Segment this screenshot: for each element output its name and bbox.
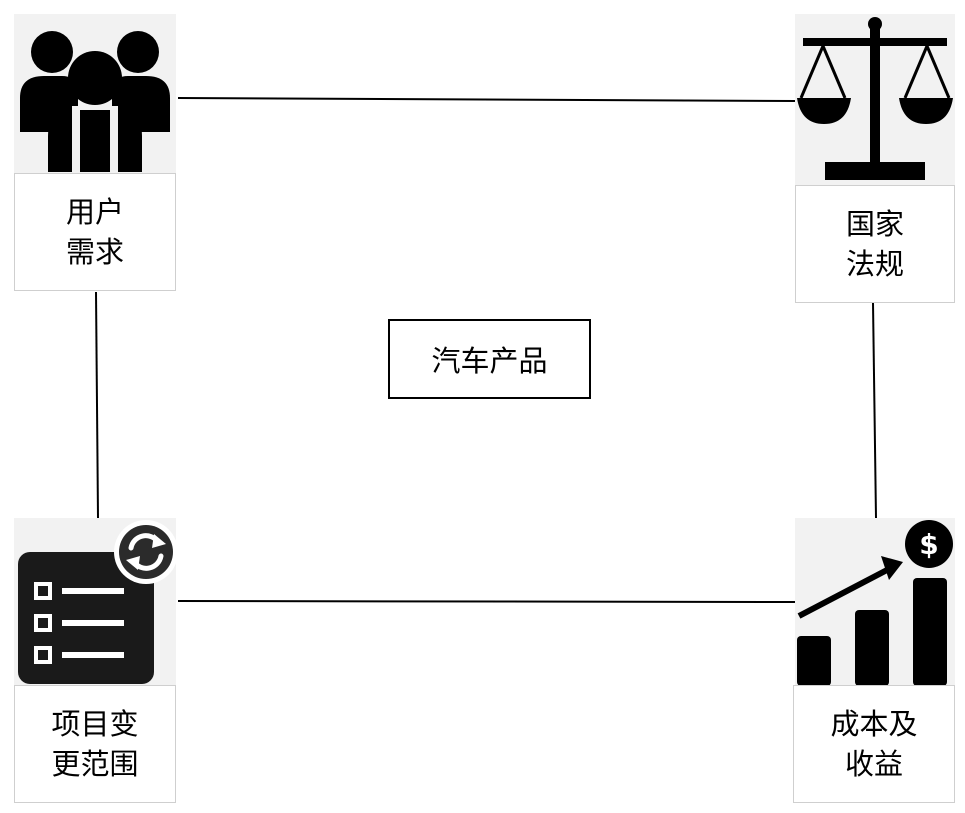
edge-scope-cost — [177, 600, 796, 603]
regulations-line1: 国家 — [845, 207, 904, 241]
regulations-line2: 法规 — [845, 247, 904, 281]
edge-law-cost — [872, 302, 877, 519]
project-change-scope-node: 项目变 更范围 — [14, 685, 176, 803]
checklist-refresh-icon — [18, 520, 176, 684]
cost-line1: 成本及 — [830, 707, 918, 741]
center-node-label: 汽车产品 — [431, 344, 548, 378]
svg-text:$: $ — [919, 528, 938, 561]
scope-line2: 更范围 — [51, 747, 139, 781]
edge-user-law — [177, 97, 796, 102]
scales-icon — [797, 17, 953, 180]
user-needs-node: 用户 需求 — [14, 173, 176, 291]
edge-user-scope — [95, 291, 99, 519]
national-regulations-node: 国家 法规 — [795, 185, 955, 303]
user-needs-line1: 用户 — [65, 195, 124, 229]
growth-dollar-icon: $ — [797, 520, 953, 686]
users-group-icon — [20, 31, 170, 172]
scope-line1: 项目变 — [51, 707, 139, 741]
user-needs-line2: 需求 — [65, 235, 124, 269]
cost-line2: 收益 — [844, 747, 903, 781]
center-node-car-product: 汽车产品 — [388, 319, 591, 399]
cost-and-revenue-node: 成本及 收益 — [793, 685, 955, 803]
